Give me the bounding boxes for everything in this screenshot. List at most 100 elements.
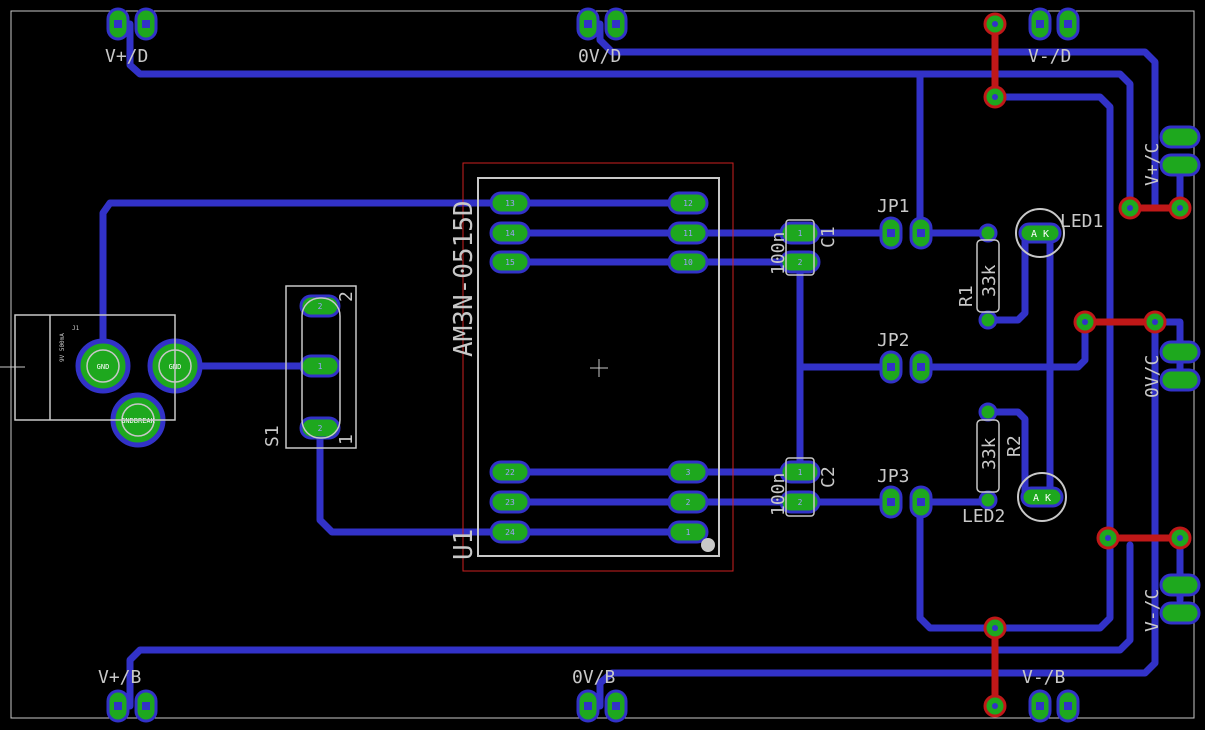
u1-body [477, 177, 720, 557]
s1-pin2-label: 2 [336, 291, 357, 302]
u1-part-label: AM3N-0515D [449, 200, 479, 357]
r1-body [976, 239, 1000, 313]
header-0v-b-pin2-hole [612, 702, 620, 710]
c1-name-label: C1 [818, 226, 839, 248]
jp2-label: JP2 [877, 330, 910, 351]
u1-pad-right-5-num: 1 [686, 528, 691, 537]
r2-pad-1 [978, 402, 998, 422]
jp2-pad-2-hole [917, 363, 925, 371]
header-v-minus-b-pin2-hole [1064, 702, 1072, 710]
header-0v-d-pin2-hole [612, 20, 620, 28]
jp3-label: JP3 [877, 466, 910, 487]
s1-pin1-label: 1 [336, 434, 357, 445]
j1-gnd-pad-label: GND [97, 363, 110, 371]
header-0v-d-pin1-hole [584, 20, 592, 28]
u1-pad-right-0-num: 12 [683, 199, 693, 208]
u1-pad-left-4-num: 23 [505, 498, 515, 507]
led1-label: LED1 [1060, 211, 1103, 232]
led2-pads [1020, 486, 1064, 508]
via-2-drill [1127, 205, 1133, 211]
header-v-minus-c-pin1 [1159, 573, 1201, 597]
label-0v-b: 0V/B [572, 667, 615, 688]
c2-name-label: C2 [818, 466, 839, 488]
labels: V+/D 0V/D V-/D V+/B 0V/B V-/B V+/C 0V/C … [59, 46, 1163, 688]
u1-pad-left-0-num: 13 [505, 199, 515, 208]
bottom-traces [99, 20, 1184, 710]
label-0v-c: 0V/C [1142, 355, 1163, 398]
led1-outline [1015, 208, 1065, 258]
header-0v-c-pin2 [1159, 368, 1201, 392]
header-v-minus-d-pin1-hole [1036, 20, 1044, 28]
via-4-drill [1082, 319, 1088, 325]
led2-outline [1017, 472, 1067, 522]
jp2-pad-1-hole [887, 363, 895, 371]
label-v-plus-b: V+/B [98, 667, 141, 688]
header-v-plus-c-pin2 [1159, 153, 1201, 177]
u1-pad-right-2 [667, 250, 709, 274]
j1-gnd-pad [75, 338, 131, 394]
r1-pad-1 [978, 223, 998, 243]
label-v-minus-c: V-/C [1142, 589, 1163, 632]
j1-gnd-pad-ring [86, 349, 120, 383]
u1-pad-left-4 [489, 490, 531, 514]
c2-pad-1-num: 1 [798, 468, 803, 477]
u1-pad-left-1-num: 14 [505, 229, 515, 238]
u1-pad-right-4 [667, 490, 709, 514]
u1-pad-right-1 [667, 221, 709, 245]
board-outline [10, 10, 1195, 719]
u1-pad-left-1 [489, 221, 531, 245]
u1-pad-left-2-num: 15 [505, 258, 515, 267]
label-v-minus-b: V-/B [1022, 667, 1065, 688]
c2-pad-2-num: 2 [798, 498, 803, 507]
label-v-plus-c: V+/C [1142, 143, 1163, 186]
c2-body [785, 457, 815, 517]
c1-pad-1 [779, 221, 821, 245]
jp3-pad-1-hole [887, 498, 895, 506]
u1-pad-left-3 [489, 460, 531, 484]
header-v-plus-b-pin1-hole [114, 702, 122, 710]
c1-pad-2-num: 2 [798, 258, 803, 267]
via-0-drill [992, 21, 998, 27]
s1-pad-1 [299, 354, 341, 378]
c1-pad-2 [779, 250, 821, 274]
label-v-plus-d: V+/D [105, 46, 148, 67]
s1-body [285, 285, 357, 449]
j1-rating-label: 9V 500mA [59, 333, 66, 362]
header-v-plus-d-pin2-hole [142, 20, 150, 28]
header-0v-c-pin1 [1159, 340, 1201, 364]
u1-pad-right-3 [667, 460, 709, 484]
u1-pad-right-2-num: 10 [683, 258, 693, 267]
header-v-minus-b-pin1-hole [1036, 702, 1044, 710]
j1-gndbreak-pad-label: GNDBREAK [121, 417, 156, 425]
u1-pad-left-2 [489, 250, 531, 274]
c1-body [785, 219, 815, 276]
c2-pad-2 [779, 490, 821, 514]
c2-pad-1 [779, 460, 821, 484]
s1-pad-2-num: 2 [318, 424, 323, 433]
r2-name-label: R2 [1004, 435, 1025, 457]
r1-pad-2 [978, 310, 998, 330]
via-3-drill [1177, 205, 1183, 211]
via-7-drill [1177, 535, 1183, 541]
c2-value-label: 100n [768, 473, 789, 516]
r1-name-label: R1 [956, 285, 977, 307]
label-v-minus-d: V-/D [1028, 46, 1071, 67]
header-v-plus-b-pin2-hole [142, 702, 150, 710]
silkscreen [0, 162, 1067, 572]
s1-pad-1-num: 1 [318, 362, 323, 371]
led1-pads [1018, 222, 1062, 244]
header-v-plus-d-pin1-hole [114, 20, 122, 28]
jp1-label: JP1 [877, 196, 910, 217]
r2-value-label: 33k [979, 437, 1000, 470]
top-traces [991, 20, 1184, 710]
s1-name-label: S1 [262, 425, 283, 447]
u1-pad-left-0 [489, 191, 531, 215]
u1-pad-right-5 [667, 520, 709, 544]
u1-pad-left-5 [489, 520, 531, 544]
header-v-plus-c-pin1 [1159, 125, 1201, 149]
u1-name-label: U1 [449, 529, 479, 560]
u1-pad-left-3-num: 22 [505, 468, 515, 477]
u1-keepout [462, 162, 734, 572]
